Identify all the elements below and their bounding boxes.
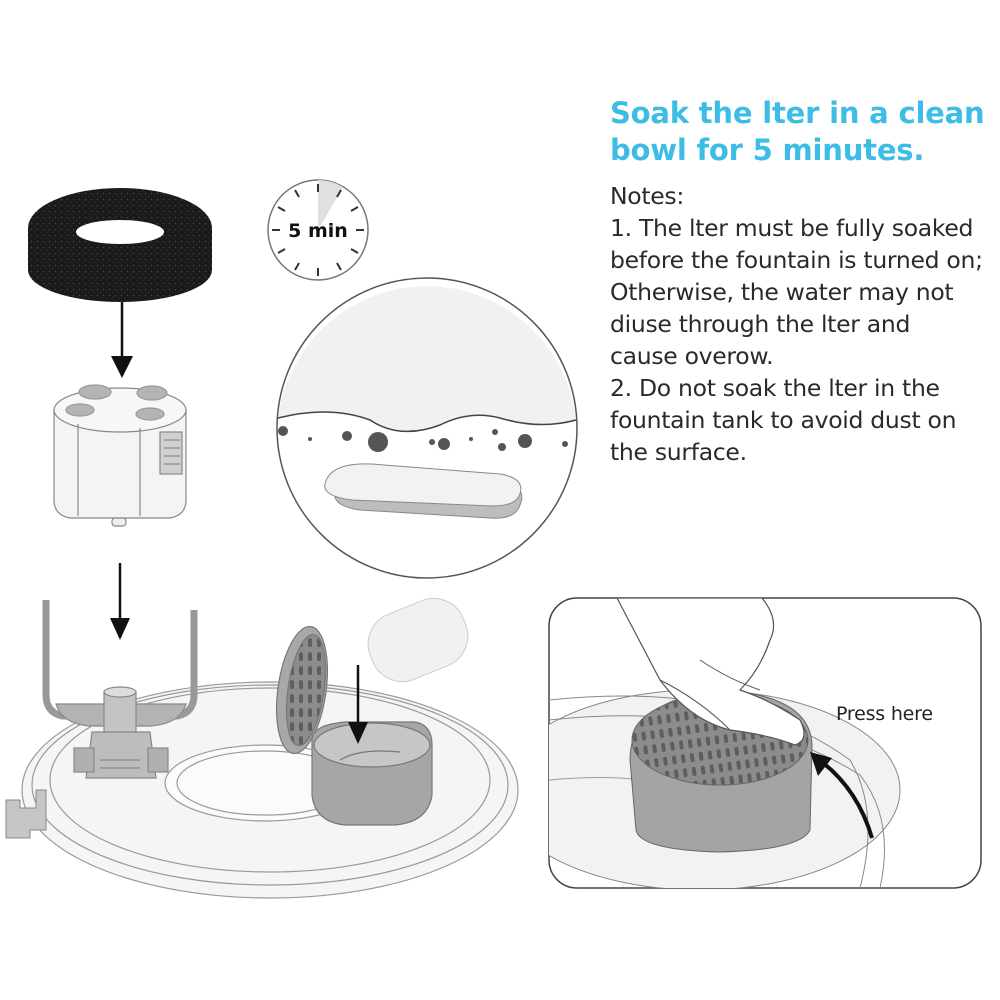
heading-line-1: Soak the lter in a clean xyxy=(610,96,985,130)
pump-bracket-icon xyxy=(42,600,198,779)
timer-icon xyxy=(267,179,369,281)
notes-line: before the fountain is turned on; xyxy=(610,246,983,274)
notes-line: fountain tank to avoid dust on xyxy=(610,406,957,434)
notes-header: Notes: xyxy=(610,182,684,210)
notes-line: 1. The lter must be fully soaked xyxy=(610,214,974,242)
soaking-bowl-icon xyxy=(276,277,578,579)
down-arrow-icon xyxy=(348,665,368,744)
filter-box-icon xyxy=(276,625,433,826)
notes-line: Otherwise, the water may not xyxy=(610,278,954,306)
down-arrow-icon xyxy=(110,563,130,640)
notes-line: 2. Do not soak the lter in the xyxy=(610,374,940,402)
filter-cartridge-icon xyxy=(367,597,469,683)
heading-line-2: bowl for 5 minutes. xyxy=(610,133,925,167)
down-arrow-icon xyxy=(111,302,133,378)
notes-line: the surface. xyxy=(610,438,747,466)
base-clip-icon xyxy=(5,789,47,839)
instruction-heading: Soak the lter in a clean bowl for 5 minu… xyxy=(610,95,1000,169)
notes-block: Notes: 1. The lter must be fully soaked … xyxy=(610,180,1000,468)
notes-line: diuse through the lter and xyxy=(610,310,911,338)
foam-sponge-icon xyxy=(28,188,212,302)
pump-housing-icon xyxy=(53,384,187,527)
press-here-label: Press here xyxy=(836,703,933,725)
notes-line: cause overow. xyxy=(610,342,774,370)
press-here-inset xyxy=(548,597,982,889)
